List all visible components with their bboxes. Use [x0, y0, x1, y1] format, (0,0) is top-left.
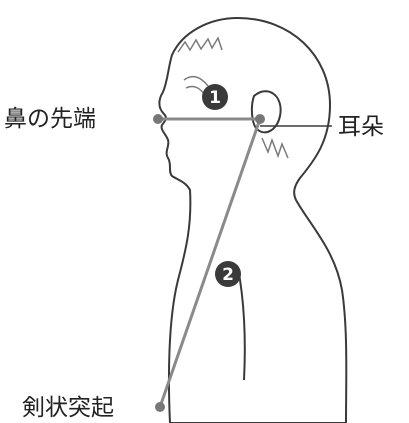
ear-point — [255, 114, 265, 124]
marker-2-text: 2 — [222, 265, 234, 285]
neck-hair-strokes — [261, 137, 289, 159]
xiphoid-point — [155, 402, 165, 412]
ear-to-xiphoid-line — [158, 118, 262, 408]
marker-1-text: 1 — [209, 88, 221, 108]
ear-label: 耳朵 — [338, 114, 384, 140]
nose-tip-label: 鼻の先端 — [4, 106, 96, 132]
marker-1-badge: 1 — [202, 84, 228, 110]
nose-tip-point — [153, 114, 163, 124]
marker-2-badge: 2 — [215, 261, 241, 287]
hair-strokes — [177, 36, 223, 53]
xiphoid-label: 剣状突起 — [22, 395, 114, 421]
